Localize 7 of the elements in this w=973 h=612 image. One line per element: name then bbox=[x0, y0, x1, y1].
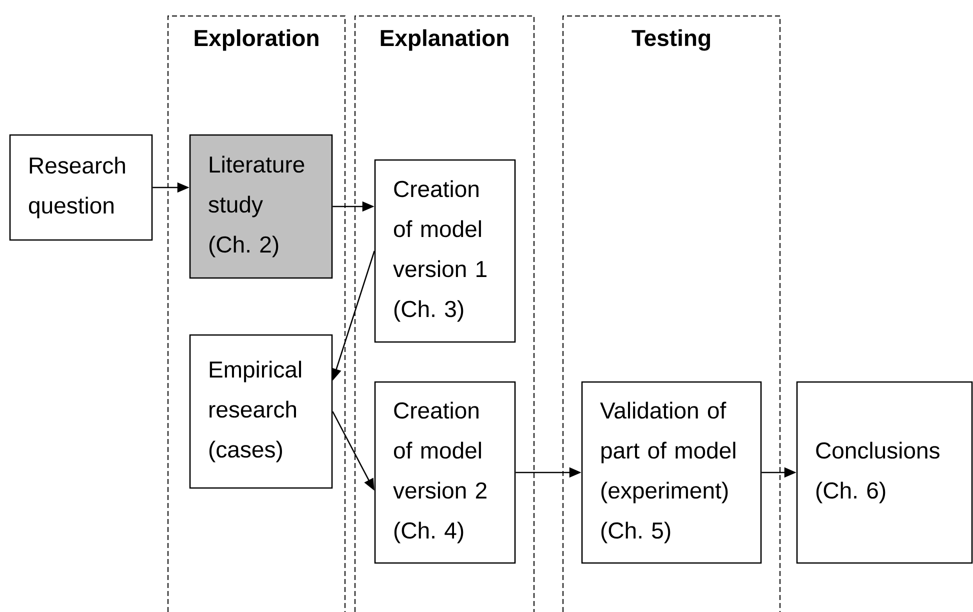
process-box: Literature study (Ch. 2) bbox=[189, 134, 333, 279]
process-box: Research question bbox=[9, 134, 153, 241]
process-box: Conclusions (Ch. 6) bbox=[796, 381, 973, 564]
process-box: Validation of part of model (experiment) (Ch. 5) bbox=[581, 381, 762, 564]
process-box: Creation of model version 1 (Ch. 3) bbox=[374, 159, 516, 343]
process-box: Empirical research (cases) bbox=[189, 334, 333, 489]
process-box: Creation of model version 2 (Ch. 4) bbox=[374, 381, 516, 564]
